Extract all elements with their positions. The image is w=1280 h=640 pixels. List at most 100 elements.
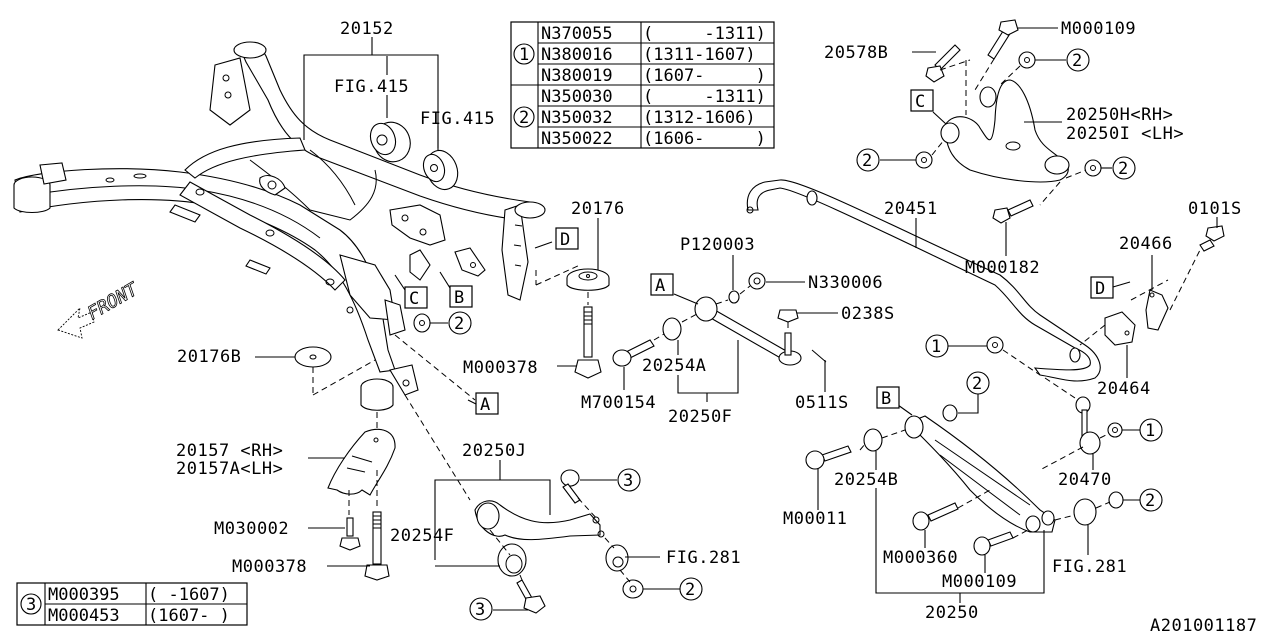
- ref-circle-2-arm-top[interactable]: 2: [1066, 48, 1090, 72]
- label-20470[interactable]: 20470: [1058, 470, 1112, 490]
- ref-box-c-arm[interactable]: C: [910, 89, 934, 112]
- ref-box-d-crossmember[interactable]: D: [555, 227, 579, 250]
- bolt-m00011[interactable]: [805, 445, 852, 470]
- nut-2-crossmember[interactable]: [413, 313, 431, 333]
- label-20464[interactable]: 20464: [1097, 379, 1151, 399]
- bushing-fig415-a[interactable]: [366, 117, 416, 167]
- label-fig281-a[interactable]: FIG.281: [666, 548, 741, 568]
- ref-circle-2-lowerarm-right[interactable]: 2: [1139, 488, 1163, 512]
- nut-1-upper[interactable]: [986, 336, 1004, 354]
- label-20250j[interactable]: 20250J: [462, 441, 526, 461]
- label-fig415-a[interactable]: FIG.415: [334, 77, 409, 97]
- bushing-20464[interactable]: [1104, 311, 1136, 346]
- link-20470[interactable]: [1075, 396, 1101, 455]
- bolt-m000182[interactable]: [992, 199, 1034, 224]
- label-fig281-b[interactable]: FIG.281: [1052, 557, 1127, 577]
- washer-20176b[interactable]: [294, 346, 332, 368]
- bushing-fig281-b[interactable]: [1073, 498, 1097, 526]
- bolt-m000360[interactable]: [912, 502, 959, 531]
- ref-circle-1-lower[interactable]: 1: [1139, 418, 1163, 442]
- arm-20250j[interactable]: [474, 500, 605, 541]
- label-fig415-b[interactable]: FIG.415: [420, 109, 495, 129]
- bolt-0101s[interactable]: [1199, 225, 1225, 252]
- nut-2-arm-right[interactable]: [1084, 159, 1102, 177]
- nut-n330006[interactable]: [748, 272, 766, 290]
- ref-circle-2-lowerarm-top[interactable]: 2: [966, 371, 990, 395]
- ref-box-c-crossmember[interactable]: C: [404, 286, 428, 309]
- label-m000360[interactable]: M000360: [883, 548, 958, 568]
- bushing-20254f[interactable]: [497, 543, 527, 577]
- label-0511s[interactable]: 0511S: [795, 393, 849, 413]
- label-n330006[interactable]: N330006: [808, 273, 883, 293]
- ref-box-a-link[interactable]: A: [650, 273, 674, 296]
- label-0101s[interactable]: 0101S: [1188, 199, 1242, 219]
- arm-20250[interactable]: [904, 415, 1056, 533]
- ref-circle-2-arm-right[interactable]: 2: [1112, 156, 1136, 180]
- label-20250i[interactable]: 20250I <LH>: [1066, 124, 1184, 144]
- label-0238s[interactable]: 0238S: [841, 304, 895, 324]
- ref-circle-2-arm-left[interactable]: 2: [856, 148, 880, 172]
- ref-box-a-crossmember[interactable]: A: [475, 392, 499, 415]
- label-m030002[interactable]: M030002: [214, 519, 289, 539]
- bracket-20157[interactable]: [327, 428, 396, 496]
- arm-20250h[interactable]: [940, 79, 1070, 183]
- ref-circle-1-upper[interactable]: 1: [925, 334, 949, 358]
- ref-circle-3-upper[interactable]: 3: [617, 468, 641, 492]
- ref-box-b-crossmember[interactable]: B: [449, 285, 473, 308]
- bolt-m030002[interactable]: [339, 517, 361, 551]
- link-20250f[interactable]: [694, 296, 802, 366]
- label-20578b[interactable]: 20578B: [824, 43, 888, 63]
- nut-1-lower[interactable]: [1107, 422, 1123, 438]
- ref-circle-3-lower[interactable]: 3: [469, 597, 493, 621]
- ref-box-d-stabilizer[interactable]: D: [1090, 276, 1114, 299]
- label-m000378-upper[interactable]: M000378: [463, 358, 538, 378]
- ref-circle-2-lower[interactable]: 2: [679, 577, 703, 601]
- svg-text:2: 2: [1145, 491, 1156, 511]
- mount-20176[interactable]: [566, 268, 610, 379]
- label-p120003[interactable]: P120003: [680, 235, 755, 255]
- label-20451[interactable]: 20451: [884, 199, 938, 219]
- nut-2-lowerarm-top[interactable]: [942, 404, 958, 422]
- bushing-fig415-b[interactable]: [420, 146, 463, 194]
- label-m000378-lower[interactable]: M000378: [232, 557, 307, 577]
- label-20254f[interactable]: 20254F: [390, 526, 454, 546]
- ref-box-b-arm[interactable]: B: [876, 386, 900, 409]
- bolt-m000378-lower[interactable]: [364, 511, 390, 581]
- label-m00011[interactable]: M00011: [783, 509, 847, 529]
- label-m000182[interactable]: M000182: [965, 258, 1040, 278]
- bolt-m700154[interactable]: [612, 339, 655, 367]
- ref-circle-2-crossmember[interactable]: 2: [448, 311, 472, 335]
- bushing-fig281-a[interactable]: [605, 544, 629, 572]
- label-m700154[interactable]: M700154: [581, 393, 656, 413]
- cotter-pin-0511s[interactable]: [811, 349, 827, 363]
- label-20152[interactable]: 20152: [340, 19, 394, 39]
- label-20176[interactable]: 20176: [571, 199, 625, 219]
- label-20254b[interactable]: 20254B: [834, 470, 898, 490]
- label-20466[interactable]: 20466: [1119, 234, 1173, 254]
- nut-2-arm-top[interactable]: [1018, 51, 1036, 69]
- washer-p120003[interactable]: [728, 290, 740, 304]
- nut-0238s[interactable]: [777, 309, 799, 323]
- bolt-3-lower[interactable]: [516, 579, 546, 614]
- crossmember-20152[interactable]: [13, 41, 546, 411]
- label-20250[interactable]: 20250: [925, 603, 979, 623]
- label-m000109-upper[interactable]: M000109: [1061, 19, 1136, 39]
- nut-2-lowerarm-right[interactable]: [1108, 491, 1124, 509]
- label-20157[interactable]: 20157 <RH>: [176, 441, 283, 461]
- bushing-20254a[interactable]: [662, 317, 682, 341]
- bushing-20254b[interactable]: [863, 428, 883, 452]
- label-20250f[interactable]: 20250F: [668, 407, 732, 427]
- nut-2-lower[interactable]: [622, 579, 644, 599]
- bolt-m000109-lower[interactable]: [973, 531, 1014, 556]
- bolt-3-upper[interactable]: [560, 469, 581, 504]
- label-20157a[interactable]: 20157A<LH>: [176, 459, 283, 479]
- bracket-20466[interactable]: [1145, 289, 1169, 331]
- label-20254a[interactable]: 20254A: [642, 356, 706, 376]
- label-20176b[interactable]: 20176B: [177, 347, 241, 367]
- bolt-m000109-upper[interactable]: [987, 19, 1019, 60]
- nut-2-arm-left[interactable]: [915, 151, 933, 169]
- bolt-20578b[interactable]: [925, 44, 961, 83]
- label-m000109-lower[interactable]: M000109: [942, 572, 1017, 592]
- stabilizer-bar-20451[interactable]: [746, 179, 1101, 382]
- label-20250h[interactable]: 20250H<RH>: [1066, 105, 1173, 125]
